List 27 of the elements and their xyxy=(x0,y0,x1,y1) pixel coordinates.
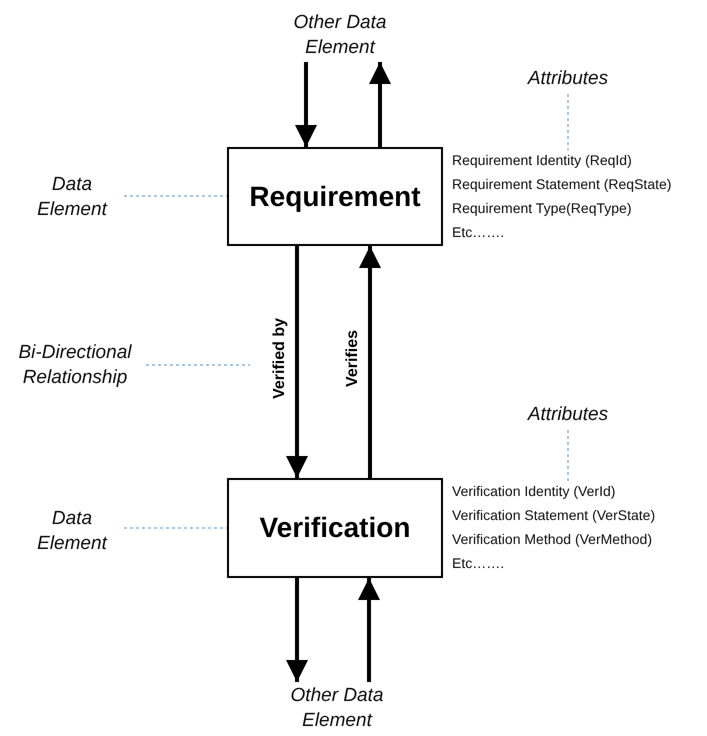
annotation-label: Data Element xyxy=(20,504,124,558)
entity-title: Requirement xyxy=(249,180,421,212)
arrow xyxy=(358,578,380,682)
annotation-label: Attributes xyxy=(508,62,628,94)
arrow xyxy=(359,246,381,478)
attribute-text: Verification Statement (VerState) xyxy=(452,506,656,525)
entity-box xyxy=(227,478,443,578)
attribute-text: Etc……. xyxy=(452,554,506,573)
arrow xyxy=(286,578,308,682)
arrow xyxy=(286,246,308,478)
attribute-text: Verification Identity (VerId) xyxy=(452,482,616,501)
entity-title: Verification xyxy=(260,512,410,544)
attribute-text: Requirement Identity (ReqId) xyxy=(452,151,633,170)
attribute-text: Verification Method (VerMethod) xyxy=(452,530,653,549)
leader-line xyxy=(146,364,250,366)
annotation-label: Other Data Element xyxy=(270,8,410,62)
attribute-text: Etc……. xyxy=(452,223,506,242)
annotation-label: Bi-Directional Relationship xyxy=(4,338,146,392)
entity-box xyxy=(227,147,443,246)
arrow xyxy=(369,62,391,147)
annotation-label: Attributes xyxy=(508,398,628,430)
attribute-text: Requirement Type(ReqType) xyxy=(452,199,632,218)
arrow xyxy=(295,62,317,147)
annotation-label: Other Data Element xyxy=(262,682,412,734)
annotation-label: Data Element xyxy=(20,170,124,224)
attribute-text: Requirement Statement (ReqState) xyxy=(452,175,672,194)
edge-label: Verified by xyxy=(271,318,289,399)
